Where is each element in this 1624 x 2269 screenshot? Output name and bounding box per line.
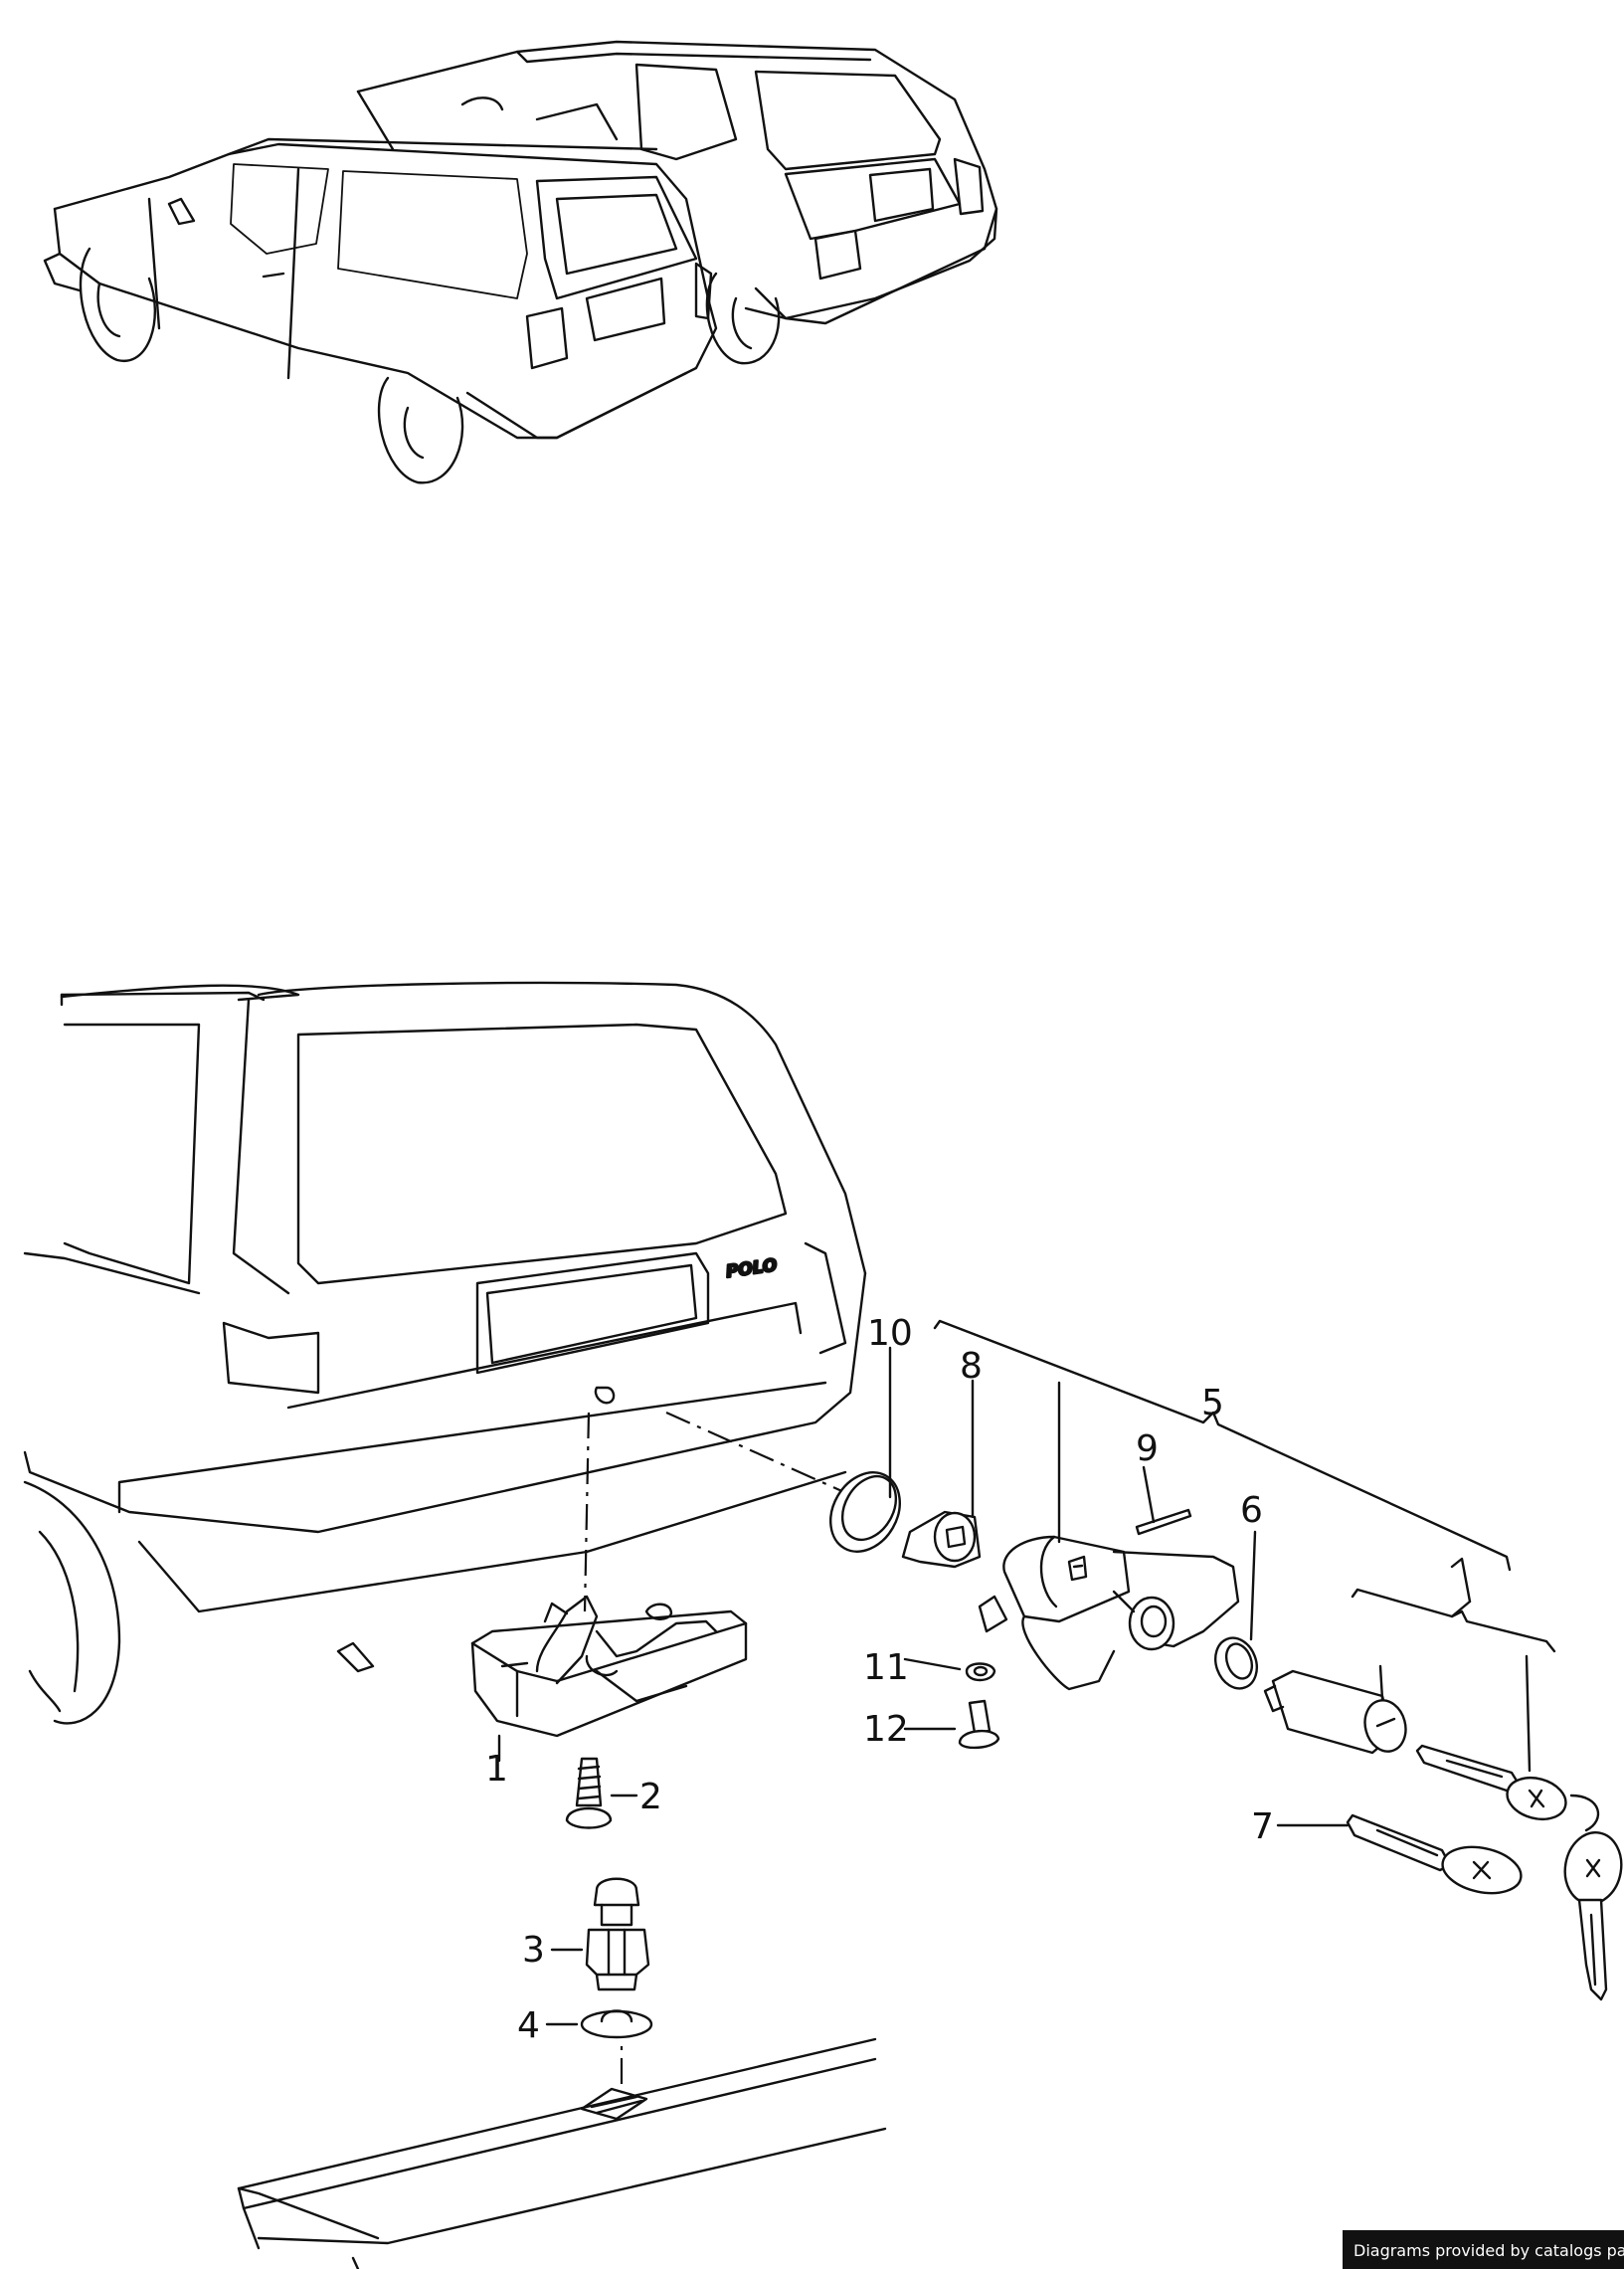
callout-7: 7 <box>1251 1806 1274 1847</box>
car-badge-text: POLO <box>725 1255 779 1282</box>
part-pin <box>1135 1508 1192 1536</box>
credit-badge: Diagrams provided by catalogs parts <box>1343 2230 1624 2269</box>
part-lock-cylinder <box>1263 1669 1407 1755</box>
callout-6: 6 <box>1240 1490 1263 1531</box>
tailgate-illustration: POLO <box>23 981 867 1731</box>
callout-5: 5 <box>1201 1383 1224 1423</box>
callout-2: 2 <box>639 1777 662 1817</box>
overview-car-rear <box>356 40 998 365</box>
callout-11: 11 <box>863 1647 909 1688</box>
part-screw <box>565 1757 613 1829</box>
part-small-screw <box>958 1699 1000 1750</box>
callout-1: 1 <box>485 1749 508 1790</box>
callout-9: 9 <box>1136 1428 1159 1469</box>
leader-lines <box>497 1346 1532 2026</box>
assembly-brackets <box>933 1319 1556 1653</box>
callout-4: 4 <box>517 2005 540 2046</box>
part-ring <box>1214 1636 1258 1690</box>
part-lock-housing <box>470 1595 748 1738</box>
callout-10: 10 <box>867 1313 913 1354</box>
callout-8: 8 <box>960 1346 983 1387</box>
part-washer <box>580 2009 653 2039</box>
callout-3: 3 <box>522 1930 545 1971</box>
part-lock-body <box>978 1535 1240 1691</box>
overview-illustration <box>43 40 998 484</box>
part-seal-ring <box>829 1471 901 1553</box>
part-small-washer <box>965 1662 996 1682</box>
credit-badge-background <box>1343 2230 1624 2269</box>
part-lock-adapter <box>901 1510 982 1569</box>
credit-text: Diagrams provided by catalogs parts <box>1353 2241 1624 2260</box>
part-key-pair <box>1415 1744 1623 2001</box>
callout-12: 12 <box>863 1709 909 1750</box>
callout-labels: 1 2 3 4 5 6 7 8 9 10 11 12 <box>485 1313 1274 2046</box>
part-striker-bolt <box>585 1877 650 1991</box>
assembly-lines <box>583 1411 856 2084</box>
floor-panel <box>237 2037 887 2269</box>
part-single-key <box>1346 1813 1523 1895</box>
overview-car-front <box>43 137 718 484</box>
